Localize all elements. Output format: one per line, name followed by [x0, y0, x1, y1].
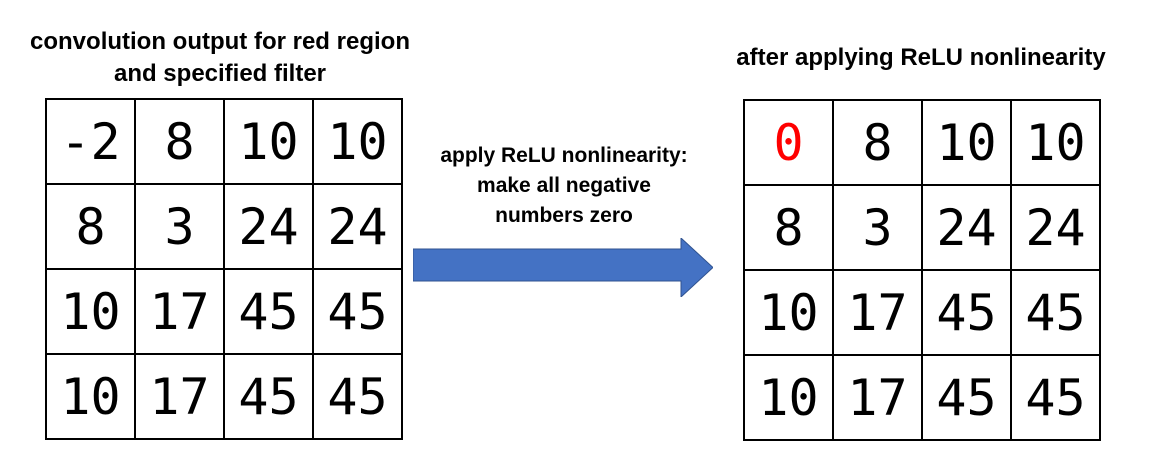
matrix-cell: 17: [832, 354, 923, 441]
matrix-cell: 17: [832, 269, 923, 356]
matrix-cell: 10: [312, 98, 403, 185]
matrix-cell: 45: [312, 268, 403, 355]
matrix-cell: 10: [45, 353, 136, 440]
matrix-cell: 45: [223, 268, 314, 355]
matrix-cell: 24: [312, 183, 403, 270]
matrix-cell: 10: [743, 354, 834, 441]
matrix-cell: 10: [223, 98, 314, 185]
matrix-cell: 8: [743, 184, 834, 271]
matrix-cell: 24: [223, 183, 314, 270]
matrix-cell: 3: [134, 183, 225, 270]
matrix-cell: 10: [45, 268, 136, 355]
matrix-cell: 45: [921, 354, 1012, 441]
matrix-cell: -2: [45, 98, 136, 185]
matrix-cell: 0: [743, 99, 834, 186]
relu-instruction-line-2: make all negative: [477, 174, 651, 197]
matrix-cell: 17: [134, 268, 225, 355]
matrix-cell: 45: [312, 353, 403, 440]
right-arrow-icon: [413, 238, 713, 297]
left-matrix-title-line-1: convolution output for red region: [30, 28, 410, 55]
matrix-cell: 45: [921, 269, 1012, 356]
matrix-cell: 45: [223, 353, 314, 440]
matrix-cell: 45: [1010, 354, 1101, 441]
left-matrix-title: convolution output for red region and sp…: [10, 26, 430, 90]
matrix-cell: 10: [743, 269, 834, 356]
relu-instruction-label: apply ReLU nonlinearity: make all negati…: [408, 141, 720, 231]
matrix-cell: 45: [1010, 269, 1101, 356]
right-arrow-shape: [413, 238, 713, 297]
matrix-cell: 24: [921, 184, 1012, 271]
matrix-cell: 10: [1010, 99, 1101, 186]
relu-instruction-line-1: apply ReLU nonlinearity:: [440, 144, 688, 167]
matrix-cell: 24: [1010, 184, 1101, 271]
matrix-cell: 8: [134, 98, 225, 185]
matrix-cell: 10: [921, 99, 1012, 186]
right-matrix-title: after applying ReLU nonlinearity: [736, 44, 1106, 71]
matrix-cell: 17: [134, 353, 225, 440]
matrix-cell: 8: [45, 183, 136, 270]
matrix-cell: 8: [832, 99, 923, 186]
left-matrix-title-line-2: and specified filter: [113, 60, 327, 87]
matrix-cell: 3: [832, 184, 923, 271]
relu-instruction-line-3: numbers zero: [495, 204, 633, 227]
